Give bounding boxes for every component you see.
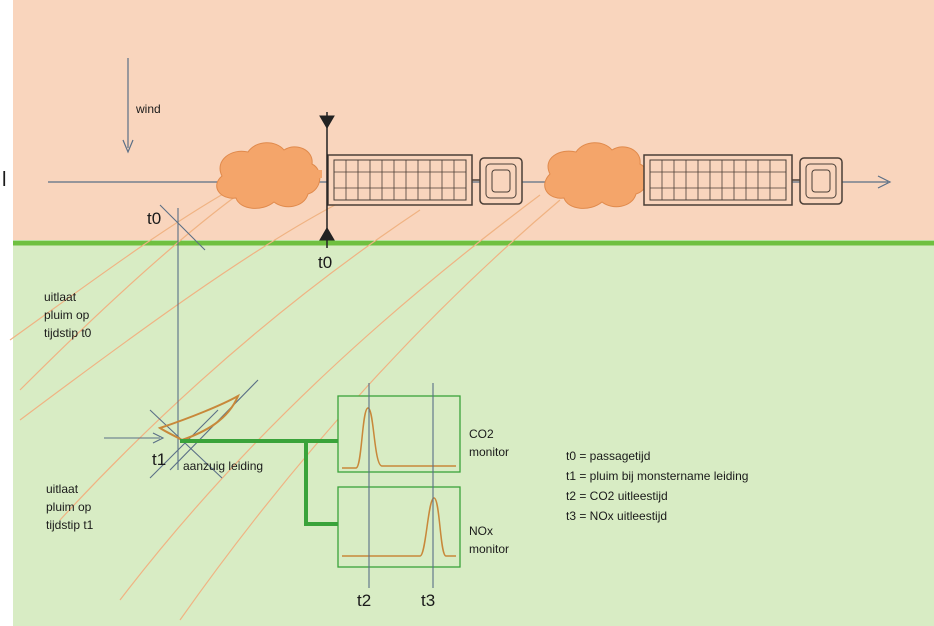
co2-monitor-label: CO2 monitor: [469, 425, 509, 461]
exhaust-cloud-2: [544, 142, 649, 209]
plume-t0-line-3: tijdstip t0: [44, 326, 92, 340]
nox-monitor-label: NOx monitor: [469, 522, 509, 558]
legend-item-t2: t2 = CO2 uitleestijd: [566, 489, 668, 503]
intake-pipe: [180, 439, 342, 526]
co2-signal-curve: [342, 407, 456, 469]
legend: t0 = passagetijd t1 = pluim bij monstern…: [566, 446, 748, 526]
t2-label: t2: [357, 591, 372, 610]
co2-monitor-box: [337, 395, 461, 473]
plume-t0-line-1: uitlaat: [44, 290, 77, 304]
t0-upper-label: t0: [147, 209, 162, 228]
cropped-edge-text: l: [2, 169, 7, 191]
plume-t1-line-1: uitlaat: [46, 482, 79, 496]
nox-signal-curve: [342, 497, 456, 557]
plume-t1: [157, 393, 241, 442]
t1-label: t1: [152, 450, 167, 469]
t0-reference-lines: [159, 204, 206, 470]
intake-pipe-label: aanzuig leiding: [183, 459, 264, 473]
wind-arrow: [122, 58, 134, 154]
plume-t0-line-2: pluim op: [44, 308, 90, 322]
nox-monitor-box: [337, 486, 461, 568]
plume-t1-label: uitlaat pluim op tijdstip t1: [46, 480, 93, 534]
legend-item-t0: t0 = passagetijd: [566, 449, 651, 463]
nox-monitor-line-1: NOx: [469, 524, 493, 538]
field-area: [13, 243, 934, 626]
truck-2: [643, 154, 843, 206]
nox-monitor-line-2: monitor: [469, 542, 510, 556]
t0-road-label: t0: [318, 253, 333, 272]
plume-trails: [9, 189, 561, 621]
wind-label: wind: [136, 102, 161, 116]
legend-item-t1: t1 = pluim bij monstername leiding: [566, 469, 749, 483]
co2-monitor-line-1: CO2: [469, 427, 494, 441]
t0-road-marker: [319, 112, 335, 248]
legend-item-t3: t3 = NOx uitleestijd: [566, 509, 668, 523]
t3-label: t3: [421, 591, 436, 610]
plume-t1-line-2: pluim op: [46, 500, 92, 514]
co2-monitor-line-2: monitor: [469, 445, 510, 459]
road-area: [13, 0, 934, 240]
truck-1: [327, 154, 523, 206]
exhaust-cloud-1: [216, 142, 322, 209]
plume-t0-label: uitlaat pluim op tijdstip t0: [44, 288, 91, 342]
plume-t1-line-3: tijdstip t1: [46, 518, 94, 532]
